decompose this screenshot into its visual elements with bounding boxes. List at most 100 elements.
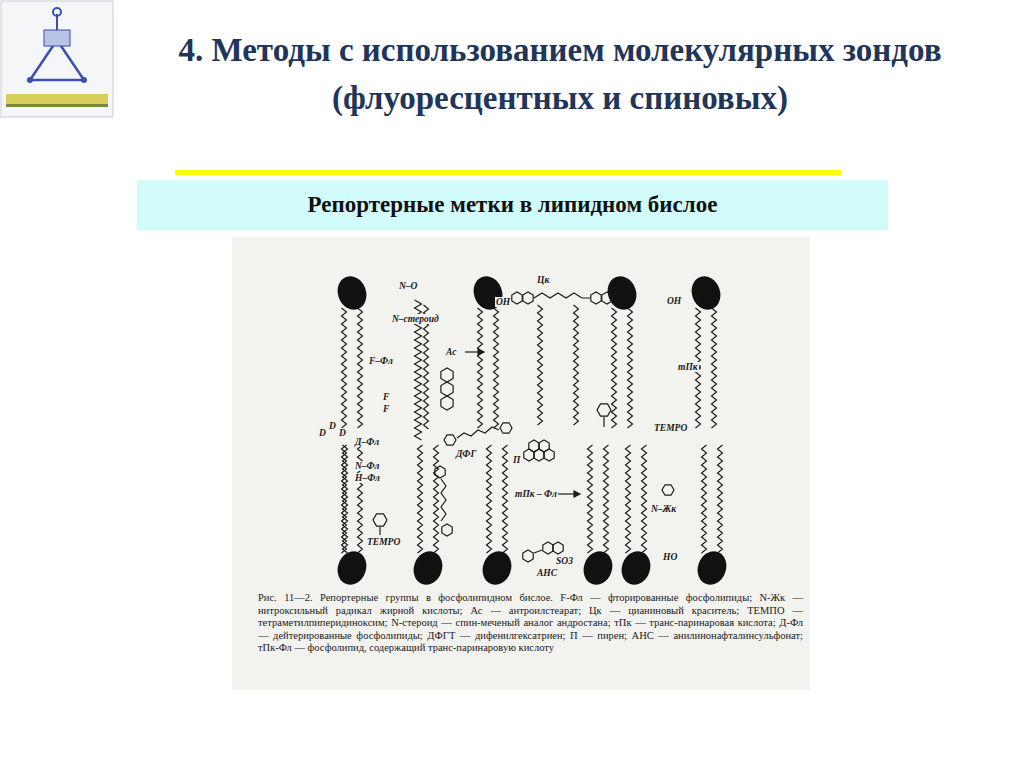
lipid-tail bbox=[494, 308, 499, 428]
lipid-tail bbox=[626, 445, 631, 553]
phenyl-ring bbox=[435, 466, 445, 478]
lipid-tail bbox=[358, 308, 363, 428]
lipid-tail bbox=[718, 445, 723, 553]
lipid-head bbox=[478, 547, 516, 589]
figure-label: Ас bbox=[445, 347, 457, 357]
lipid-head bbox=[687, 272, 725, 314]
logo-dot bbox=[53, 8, 61, 16]
figure-label: F–Фл bbox=[368, 356, 394, 366]
phenyl-ring bbox=[500, 423, 512, 433]
dye-tail bbox=[574, 305, 579, 425]
arrow-head bbox=[478, 349, 484, 355]
figure-label: TEMPO bbox=[653, 423, 688, 433]
anthracene-ring bbox=[441, 382, 453, 396]
lipid-head bbox=[333, 272, 371, 314]
lipid-head bbox=[409, 547, 447, 589]
cyanine-ring bbox=[523, 292, 533, 304]
logo-dot bbox=[81, 77, 87, 83]
figure-label: N–Жк bbox=[650, 504, 677, 514]
lipid-tail bbox=[702, 445, 707, 553]
logo-plate bbox=[44, 30, 70, 46]
lipid-tail bbox=[642, 445, 647, 553]
figure-label: D bbox=[328, 421, 337, 431]
logo-frame bbox=[1, 1, 113, 117]
lipid-tail bbox=[342, 308, 347, 428]
logo-strip bbox=[6, 104, 108, 107]
figure-label: N–Фл bbox=[354, 461, 380, 471]
bilayer-illustration bbox=[333, 272, 731, 589]
lipid-head bbox=[333, 547, 371, 589]
bond bbox=[603, 417, 604, 427]
figure-caption: Рис. 11—2. Репортерные группы в фосфолип… bbox=[258, 592, 803, 655]
cyanine-ring bbox=[591, 292, 601, 304]
tempo-ring bbox=[373, 514, 387, 526]
pyrene-ring bbox=[534, 449, 544, 461]
figure-label: АНС bbox=[536, 568, 558, 578]
figure-label: Цк bbox=[536, 275, 550, 285]
pointer-arrow bbox=[558, 493, 574, 494]
lipid-tail bbox=[342, 445, 347, 553]
figure-label: F bbox=[382, 392, 390, 402]
lipid-tail bbox=[588, 445, 593, 553]
figure-label: N–O bbox=[398, 281, 418, 291]
logo-strip bbox=[6, 94, 108, 106]
figure-label: П bbox=[512, 455, 521, 465]
logo bbox=[1, 1, 113, 117]
pointer-arrow bbox=[465, 351, 478, 352]
lipid-tail bbox=[604, 445, 609, 553]
lipid-tail bbox=[434, 445, 439, 553]
bond bbox=[379, 527, 380, 535]
lipid-tail bbox=[343, 445, 348, 553]
bond bbox=[534, 550, 542, 553]
figure-label: НО bbox=[662, 552, 678, 562]
lipid-tail bbox=[712, 308, 717, 428]
figure-label: Д–Фл bbox=[354, 437, 380, 447]
hexatriene-chain bbox=[441, 479, 446, 521]
accent-rule bbox=[175, 170, 841, 175]
figure-ground bbox=[232, 237, 810, 690]
tempo-ring bbox=[597, 404, 611, 416]
anthracene-ring bbox=[441, 368, 453, 382]
ans-ring bbox=[523, 550, 533, 562]
figure-label: D bbox=[338, 428, 347, 438]
lipid-head bbox=[579, 547, 617, 589]
subtitle-band: Репортерные метки в липидном бислое bbox=[137, 180, 888, 230]
figure-label: ДФГ bbox=[455, 449, 477, 459]
figure-label: TEMPO bbox=[366, 537, 401, 547]
cyanine-ring bbox=[512, 292, 522, 304]
band-text: Репортерные метки в липидном бислое bbox=[296, 192, 730, 218]
lipid-tail bbox=[612, 308, 617, 428]
ans-ring bbox=[543, 542, 553, 554]
lipid-tail bbox=[628, 308, 633, 428]
figure-label: тПк – Фл bbox=[514, 489, 558, 499]
logo-dot bbox=[27, 77, 33, 83]
lipid-tail bbox=[478, 308, 483, 428]
slide-title: 4. Методы с использованием молекулярных … bbox=[150, 26, 970, 122]
pyrene-ring bbox=[524, 449, 534, 461]
phenyl-ring bbox=[442, 524, 452, 536]
dye-tail bbox=[538, 305, 543, 425]
lipid-tail bbox=[503, 445, 508, 553]
figure-label: OH bbox=[666, 296, 682, 306]
ans-ring bbox=[553, 542, 563, 554]
nitroxide-ring bbox=[662, 485, 674, 495]
figure-label: тПк bbox=[677, 362, 699, 372]
lipid-head bbox=[617, 547, 655, 589]
figure-label: SO3 bbox=[555, 556, 574, 566]
lipid-tail bbox=[418, 445, 423, 553]
phenyl-ring bbox=[444, 435, 456, 445]
cyanine-ring bbox=[602, 292, 612, 304]
hexatriene-chain bbox=[457, 427, 499, 438]
lipid-head bbox=[469, 272, 507, 314]
pyrene-ring bbox=[544, 449, 554, 461]
figure-label: OH bbox=[495, 297, 511, 307]
figure-label: F bbox=[382, 404, 390, 414]
figure-label: N–стероид bbox=[391, 314, 440, 324]
lipid-head bbox=[693, 547, 731, 589]
anthracene-ring bbox=[441, 396, 453, 410]
figure-label: D bbox=[318, 428, 327, 438]
cyanine-chain bbox=[534, 293, 590, 298]
arrow-head bbox=[574, 491, 580, 497]
figure-label: Н–Фл bbox=[354, 473, 381, 483]
lipid-tail bbox=[487, 445, 492, 553]
